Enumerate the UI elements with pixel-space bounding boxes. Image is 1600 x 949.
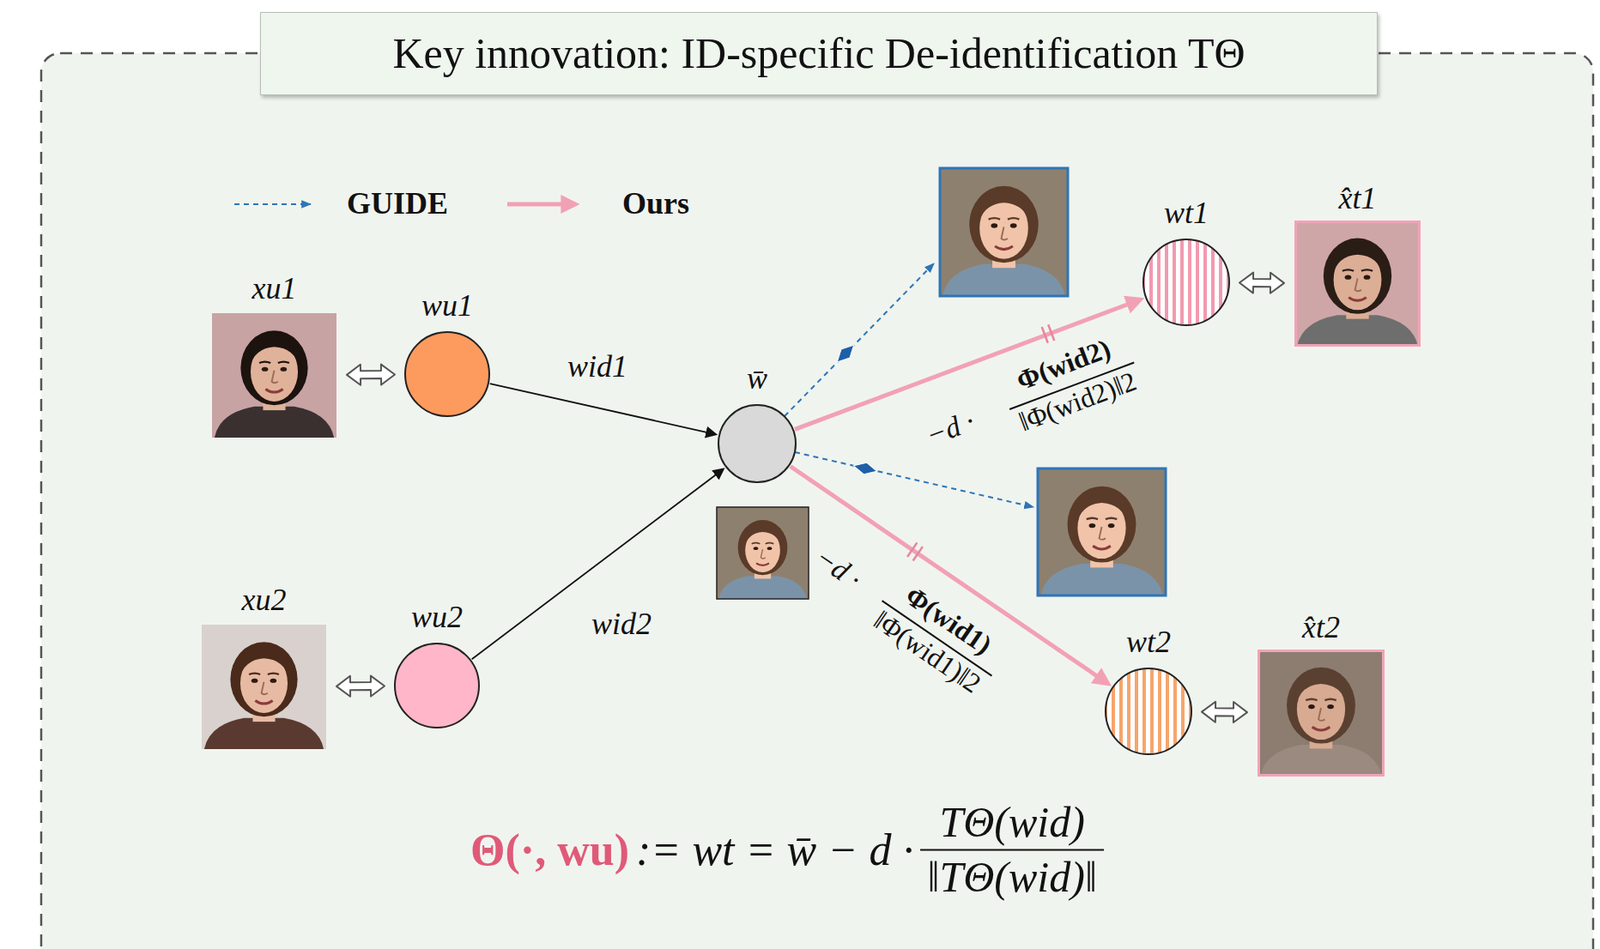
edge-label: wid1	[567, 349, 628, 385]
guide-arrow	[794, 452, 1034, 508]
node-label: wt1	[1163, 196, 1209, 231]
latent-circle: wu2	[393, 642, 481, 730]
circle-outline	[394, 643, 479, 728]
guide-arrow	[784, 263, 934, 417]
double-arrow	[346, 364, 395, 386]
circle-outline	[1143, 239, 1230, 326]
legend-dashed-arrow	[234, 203, 311, 206]
face-photo	[1038, 468, 1166, 596]
latent-circle: wu1	[403, 330, 491, 419]
node-label: xu1	[252, 272, 297, 307]
face-photo	[939, 168, 1068, 297]
equal-ticks	[907, 542, 923, 561]
title-text: Key innovation: ID-specific De-identific…	[392, 29, 1245, 79]
input-photo: xu1	[212, 313, 337, 438]
output-photo: x̂t2	[1257, 649, 1385, 777]
legend-text: GUIDE	[346, 186, 449, 222]
id-vector-arrow	[490, 383, 710, 433]
circle-outline	[718, 405, 796, 483]
circle-shape	[393, 642, 481, 730]
node-label: wu1	[421, 289, 473, 324]
target-latent-circle: wt2	[1103, 666, 1194, 757]
title-box: Key innovation: ID-specific De-identific…	[260, 12, 1378, 96]
formula: Θ(·, wu):= wt = w̄ − d ·TΘ(wid)‖TΘ(wid)‖	[470, 798, 1104, 903]
equal-ticks	[1042, 324, 1055, 344]
edge-label: −d ·	[921, 403, 979, 453]
face-photo	[716, 507, 809, 600]
fraction-numerator: TΘ(wid)	[920, 798, 1104, 850]
node-label: xu2	[242, 583, 287, 619]
circle-shape	[1103, 666, 1194, 757]
circle-outline	[405, 332, 490, 417]
double-arrow	[1201, 702, 1248, 723]
node-label: wt2	[1126, 625, 1171, 661]
legend-pink-arrow	[507, 202, 567, 207]
fraction-denominator: ‖TΘ(wid)‖	[920, 848, 1104, 903]
double-arrow	[1239, 272, 1285, 294]
edge-label: −d ·	[809, 540, 869, 596]
circle-shape	[716, 403, 798, 485]
circle-shape	[1141, 237, 1231, 328]
input-photo: xu2	[201, 624, 327, 750]
face-photo	[1257, 649, 1385, 777]
output-photo: x̂t1	[1294, 220, 1421, 347]
edge-label: wid2	[591, 606, 652, 643]
dashed-panel	[41, 53, 1594, 949]
node-label: wu2	[411, 600, 463, 636]
photo-border	[1037, 468, 1166, 596]
id-vector-arrow	[472, 472, 719, 660]
circle-outline	[1105, 668, 1192, 755]
target-latent-circle: wt1	[1141, 237, 1231, 328]
guide-diamond	[832, 340, 859, 367]
circle-shape	[403, 330, 491, 419]
node-label: x̂t2	[1302, 611, 1340, 646]
node-label: x̂t1	[1339, 181, 1377, 217]
guide-diamond	[852, 460, 879, 478]
photo-border	[939, 168, 1068, 297]
face-photo	[1294, 220, 1421, 347]
legend-text: Ours	[622, 186, 690, 222]
formula-text: := wt = w̄ − d ·	[636, 824, 914, 876]
formula-text: Θ(·, wu)	[470, 824, 630, 876]
mean-latent-circle: w̄	[716, 403, 798, 485]
node-label: w̄	[746, 362, 768, 397]
photo-border	[716, 507, 809, 600]
face-photo	[212, 313, 337, 438]
double-arrow	[336, 676, 385, 697]
formula-fraction: TΘ(wid)‖TΘ(wid)‖	[920, 798, 1104, 903]
face-photo	[201, 624, 327, 750]
